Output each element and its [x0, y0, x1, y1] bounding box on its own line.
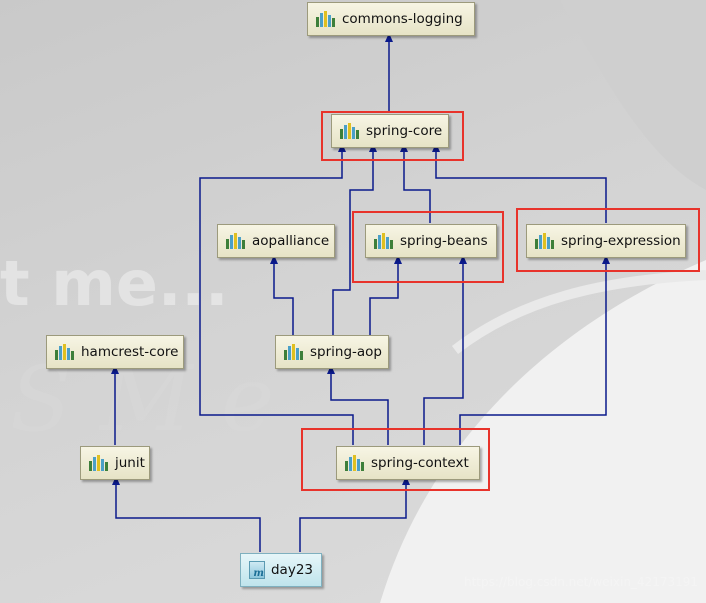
library-icon — [89, 455, 109, 471]
node-spring-expression[interactable]: spring-expression — [526, 224, 686, 258]
edge-spring-context-spring-beans — [423, 262, 464, 445]
node-label: day23 — [270, 562, 313, 578]
node-label: hamcrest-core — [81, 344, 179, 360]
edge-spring-aop-aopalliance — [273, 262, 294, 335]
node-spring-core[interactable]: spring-core — [331, 114, 449, 148]
edge-spring-context-spring-aop — [330, 372, 389, 445]
node-spring-context[interactable]: spring-context — [336, 446, 480, 480]
node-label: commons-logging — [342, 11, 463, 27]
node-spring-beans[interactable]: spring-beans — [365, 224, 497, 258]
edge-spring-context-spring-core — [199, 150, 354, 445]
node-label: spring-context — [371, 455, 469, 471]
node-label: spring-beans — [400, 233, 488, 249]
library-icon — [340, 123, 360, 139]
node-label: junit — [115, 455, 145, 471]
library-icon — [345, 455, 365, 471]
library-icon — [55, 344, 75, 360]
edge-spring-beans-spring-core — [403, 150, 431, 223]
node-hamcrest-core[interactable]: hamcrest-core — [46, 335, 184, 369]
library-icon — [226, 233, 246, 249]
library-icon — [374, 233, 394, 249]
highlight-box-spring-beans — [352, 211, 504, 283]
maven-module-icon: m — [249, 561, 265, 579]
edge-spring-context-spring-expression — [459, 262, 607, 445]
node-label: aopalliance — [252, 233, 330, 249]
library-icon — [535, 233, 555, 249]
node-label: spring-expression — [561, 233, 681, 249]
node-spring-aop[interactable]: spring-aop — [275, 335, 389, 369]
edge-day23-junit — [115, 483, 261, 552]
library-icon — [316, 11, 336, 27]
node-commons-logging[interactable]: commons-logging — [307, 2, 475, 36]
node-day23[interactable]: m day23 — [240, 553, 322, 587]
highlight-box-spring-context — [301, 428, 490, 491]
highlight-box-spring-expression — [516, 208, 700, 272]
node-aopalliance[interactable]: aopalliance — [217, 224, 335, 258]
svg-text:t me...: t me... — [0, 247, 229, 320]
edge-spring-aop-spring-beans — [369, 262, 399, 335]
library-icon — [284, 344, 304, 360]
watermark-text: https://blog.csdn.net/weixin_42173191 — [463, 575, 698, 589]
node-label: spring-aop — [310, 344, 383, 360]
node-junit[interactable]: junit — [80, 446, 150, 480]
highlight-box-spring-core — [321, 111, 464, 161]
edge-spring-expression-spring-core — [435, 150, 607, 223]
edge-spring-aop-spring-core — [332, 150, 374, 335]
node-label: spring-core — [366, 123, 443, 139]
edge-day23-spring-context — [299, 483, 407, 552]
